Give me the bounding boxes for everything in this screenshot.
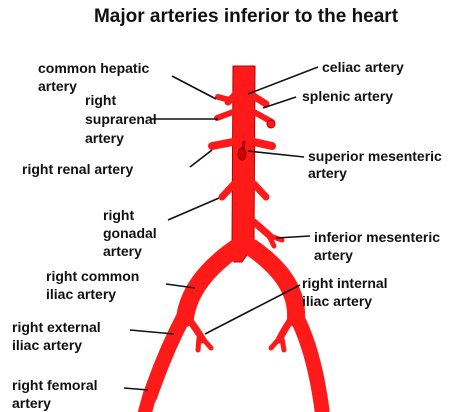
leader-lines (123, 66, 319, 391)
label-celiac: celiac artery (322, 59, 404, 75)
leader-common-hepatic (171, 75, 217, 100)
right-suprarenal-artery (214, 109, 236, 121)
left-internal-iliac-artery (275, 314, 296, 344)
leader-superior-mesenteric (247, 150, 305, 158)
leader-right-gonadal (167, 197, 220, 221)
right-internal-iliac-artery (184, 314, 207, 344)
left-gonadal-artery (250, 180, 270, 201)
superior-mesenteric-origin (237, 147, 247, 161)
leader-right-femoral (123, 387, 149, 391)
leader-right-external-iliac (129, 329, 175, 335)
right-femoral-artery (138, 387, 157, 412)
leader-right-internal-iliac (204, 284, 301, 335)
leader-right-renal (189, 149, 213, 168)
common-hepatic-artery (215, 94, 233, 103)
diagram-title: Major arteries inferior to the heart (94, 6, 399, 27)
leader-inferior-mesenteric (275, 235, 311, 239)
right-gonadal-artery (218, 180, 238, 201)
left-common-iliac-artery (243, 239, 306, 327)
inferior-mesenteric-branches (265, 231, 285, 249)
label-splenic: splenic artery (302, 88, 393, 104)
labels: common hepatic artery celiac artery righ… (12, 59, 446, 411)
label-superior-mesenteric: superior mesenteric artery (308, 148, 446, 181)
leader-right-common-iliac (165, 283, 196, 289)
label-inferior-mesenteric: inferior mesenteric artery (314, 229, 444, 263)
label-common-hepatic: common hepatic artery (38, 60, 153, 94)
leader-celiac (247, 66, 319, 95)
leader-splenic (262, 96, 297, 109)
left-internal-iliac-tip (268, 336, 287, 353)
label-right-renal: right renal artery (22, 161, 133, 177)
right-internal-iliac-tip (195, 335, 214, 353)
label-right-common-iliac: right common iliac artery (46, 268, 143, 302)
label-right-gonadal: right gonadal artery (103, 207, 161, 259)
splenic-artery (248, 91, 270, 108)
right-renal-artery (208, 138, 237, 150)
label-right-suprarenal: right suprarenal artery (85, 92, 160, 146)
left-renal-artery (250, 138, 276, 150)
label-right-femoral: right femoral artery (12, 377, 101, 411)
label-right-external-iliac: right external iliac artery (12, 319, 105, 353)
left-external-iliac-artery (288, 308, 330, 412)
right-external-iliac-artery (142, 308, 192, 404)
right-common-iliac-artery (176, 239, 245, 327)
artery-tree (138, 65, 330, 412)
label-right-internal-iliac: right internal iliac artery (302, 275, 391, 309)
splenic-artery-end (266, 119, 276, 129)
